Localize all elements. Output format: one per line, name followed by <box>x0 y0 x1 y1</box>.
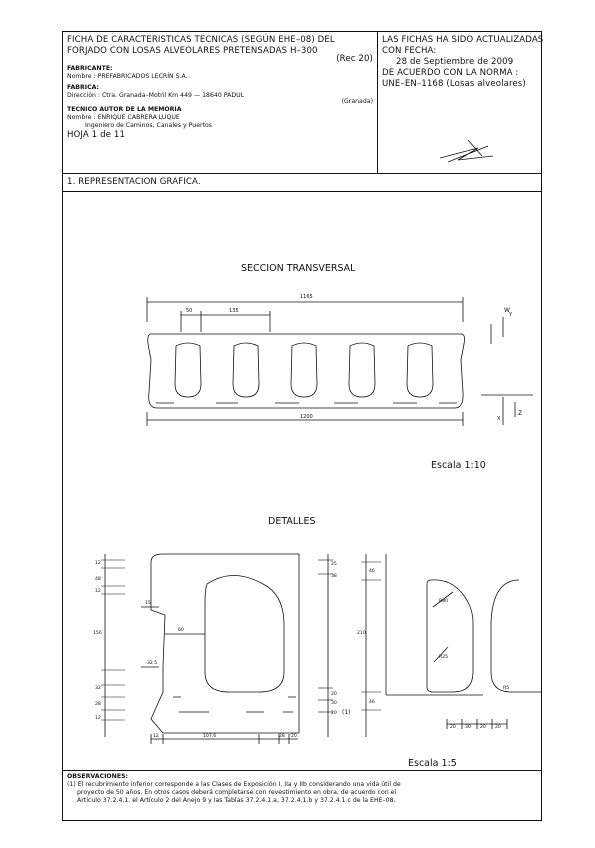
label-x: X <box>497 416 501 422</box>
observaciones-line2: proyecto de 50 años. En otros casos debe… <box>77 789 397 796</box>
header-title-line2: FORJADO CON LOSAS ALVEOLARES PRETENSADAS… <box>67 46 318 56</box>
ld-12a: 12 <box>95 560 101 566</box>
ld-12d: 12 <box>153 733 159 739</box>
fabrica-ciudad: (Granada) <box>341 98 373 105</box>
fabrica-label: FABRICA: <box>67 84 100 91</box>
header-left: FICHA DE CARACTERISTICAS TECNICAS (SEGÚN… <box>63 32 378 174</box>
ld-20: 20 <box>291 733 297 739</box>
rl-20: 20 <box>331 691 337 697</box>
rl-38: 38 <box>331 573 337 579</box>
tecnico-label: TECNICO AUTOR DE LA MEMORIA <box>67 106 182 113</box>
signature-icon <box>439 139 494 163</box>
label-z: Z <box>518 410 522 417</box>
hoja-number: HOJA 1 de 11 <box>67 130 126 140</box>
observaciones-label: OBSERVACIONES: <box>67 773 129 780</box>
header-title-rev: (Rec 20) <box>336 54 373 64</box>
cross-section-scale: Escala 1:10 <box>431 460 486 471</box>
cross-section-title: SECCION TRANSVERSAL <box>241 263 356 274</box>
rd-30: 30 <box>465 724 471 730</box>
dim-total-top: 1165 <box>300 294 313 300</box>
rl-note-1: (1) <box>342 709 351 716</box>
drawing-area: SECCION TRANSVERSAL 1165 50 135 <box>93 263 541 769</box>
header-title-line1: FICHA DE CARACTERISTICAS TECNICAS (SEGÚN… <box>67 35 335 45</box>
update-date: 28 de Septiembre de 2009 <box>396 57 514 67</box>
ld-28b: 28 <box>279 733 285 739</box>
ld-32: 32 <box>95 685 101 691</box>
observaciones-line1: (1) El recubrimiento inferior correspond… <box>67 781 401 788</box>
tecnico-titulo: Ingeniero de Caminos, Canales y Puertos <box>85 122 213 129</box>
ld-32-5: 32.5 <box>147 660 157 666</box>
rl-30: 30 <box>331 700 337 706</box>
update-line3: DE ACUERDO CON LA NORMA : <box>382 68 519 78</box>
ld-60: 60 <box>178 627 184 633</box>
rd-46: 46 <box>369 568 375 574</box>
ld-12b: 12 <box>95 588 101 594</box>
ld-156: 156 <box>93 630 102 636</box>
ld-12c: 12 <box>95 715 101 721</box>
label-w: W <box>504 307 510 314</box>
rd-20a: 20 <box>450 724 456 730</box>
dim-total-bottom: 1200 <box>300 414 313 420</box>
header-right: LAS FICHAS HA SIDO ACTUALIZADAS CON FECH… <box>378 32 544 174</box>
section-title: 1. REPRESENTACION GRAFICA. <box>63 174 541 192</box>
update-line2: CON FECHA: <box>382 46 437 56</box>
dim-135: 135 <box>229 308 239 314</box>
dim-50: 50 <box>186 308 192 314</box>
fabricante-nombre: Nombre : PREFABRICADOS LECRÍN S.A. <box>67 73 188 80</box>
ld-107-6: 107.6 <box>203 733 216 739</box>
rd-r5: R5 <box>503 685 509 691</box>
rd-46b: 46 <box>369 699 375 705</box>
update-norma: UNE–EN–1168 (Losas alveolares) <box>382 79 526 89</box>
ld-15: 15 <box>145 600 151 606</box>
ld-28: 28 <box>95 701 101 707</box>
rd-r80: R80 <box>439 598 448 604</box>
observaciones-box: OBSERVACIONES: (1) El recubrimiento infe… <box>63 770 541 820</box>
rd-20c: 20 <box>495 724 501 730</box>
tecnico-nombre: Nombre : ENRIQUE CABRERA LUQUE <box>67 114 180 121</box>
observaciones-line3: Artículo 37.2.4.1. el Artículo 2 del Ane… <box>77 797 396 804</box>
fabricante-label: FABRICANTE: <box>67 65 113 72</box>
ld-48: 48 <box>95 576 101 582</box>
rd-r25: R25 <box>439 654 448 660</box>
label-y: Y <box>508 312 513 318</box>
rl-25: 25 <box>331 561 337 567</box>
details-scale: Escala 1:5 <box>408 758 457 769</box>
rd-20b: 20 <box>480 724 486 730</box>
rl-20b: 20 <box>331 710 337 716</box>
update-line1: LAS FICHAS HA SIDO ACTUALIZADAS <box>382 35 544 45</box>
rd-210: 210 <box>357 630 366 636</box>
details-title: DETALLES <box>268 516 316 527</box>
fabrica-direccion: Dirección : Ctra. Granada–Motril Km 449 … <box>67 92 245 99</box>
technical-sheet: FICHA DE CARACTERISTICAS TECNICAS (SEGÚN… <box>62 31 544 821</box>
